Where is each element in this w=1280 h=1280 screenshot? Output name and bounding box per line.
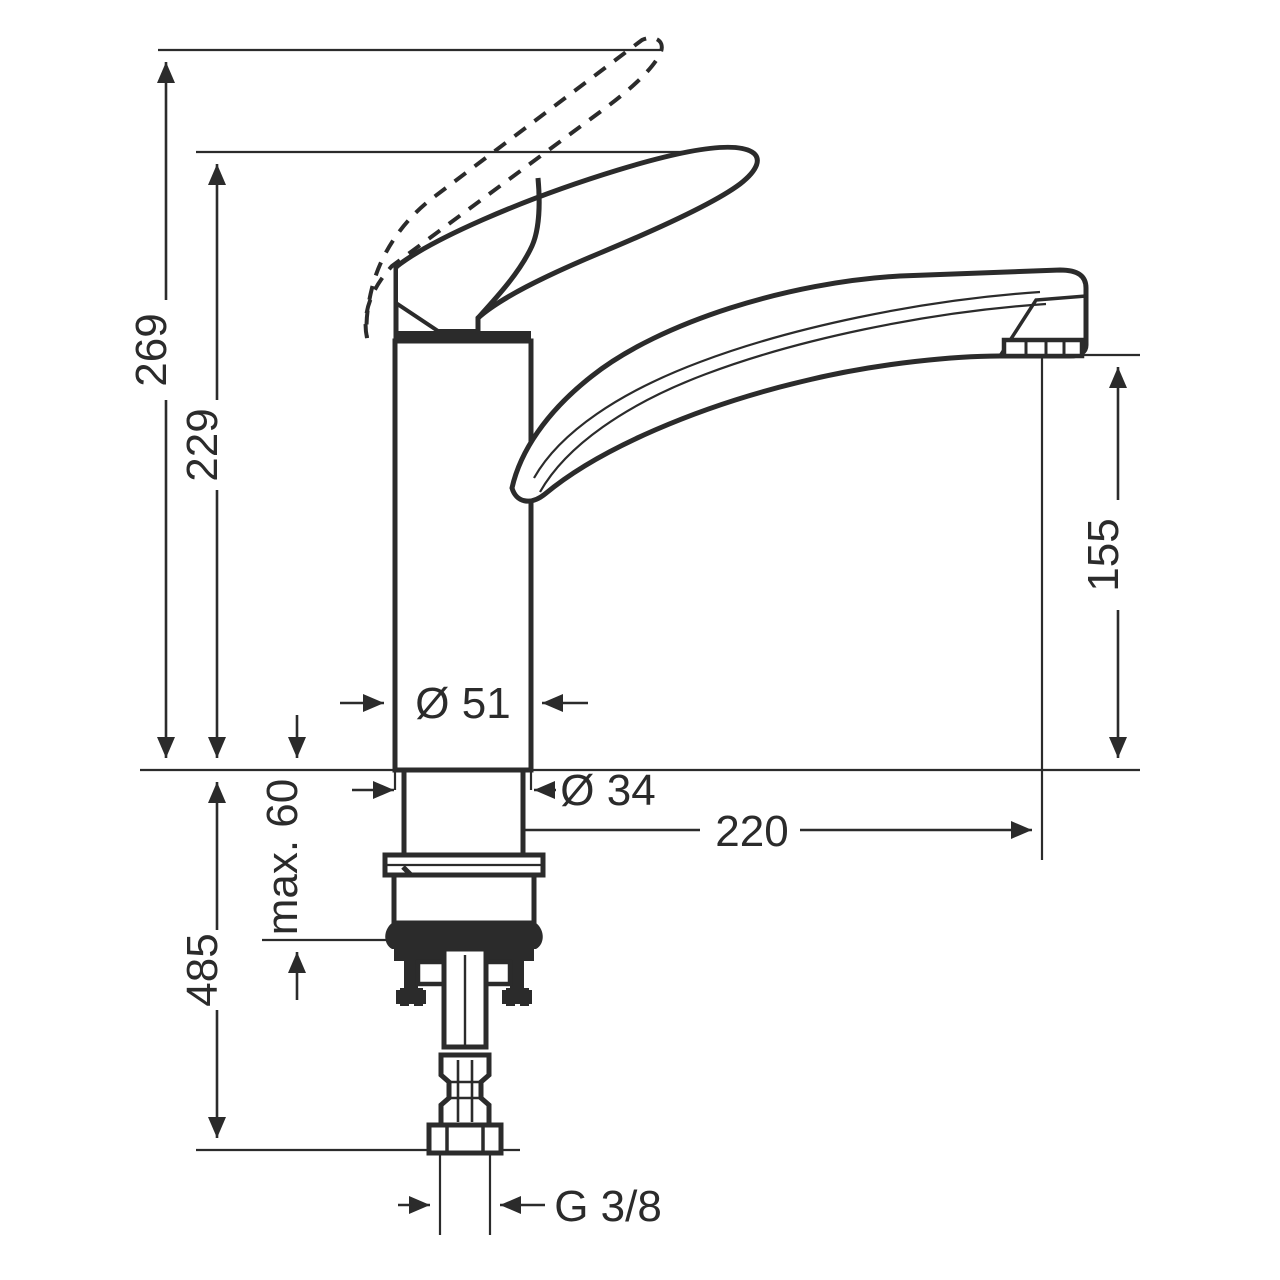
rubber-gasket xyxy=(385,872,543,949)
dimension-label-g38: G 3/8 xyxy=(554,1182,662,1231)
lever-handle xyxy=(393,144,760,344)
dimension-label-229: 229 xyxy=(178,408,227,481)
dimension-label-155: 155 xyxy=(1079,518,1128,591)
dimension-label-d34: Ø 34 xyxy=(560,766,655,815)
hose-coupling xyxy=(438,1052,492,1128)
spout xyxy=(509,267,1089,504)
dimension-label-d51: Ø 51 xyxy=(415,679,510,728)
dimension-label-485: 485 xyxy=(178,933,227,1006)
faucet-body-cylinder xyxy=(392,338,534,773)
supply-hose xyxy=(441,946,489,1050)
lever-open-position-outline xyxy=(363,35,664,339)
dimension-label-269: 269 xyxy=(127,313,176,386)
mounting-shank xyxy=(401,767,526,858)
g38-hex-nut xyxy=(426,1122,504,1156)
lever-base-gasket xyxy=(395,331,531,342)
aerator-outlet xyxy=(1001,337,1085,359)
dimension-label-220: 220 xyxy=(715,807,788,856)
dimension-label-max-60: max. 60 xyxy=(258,779,307,936)
